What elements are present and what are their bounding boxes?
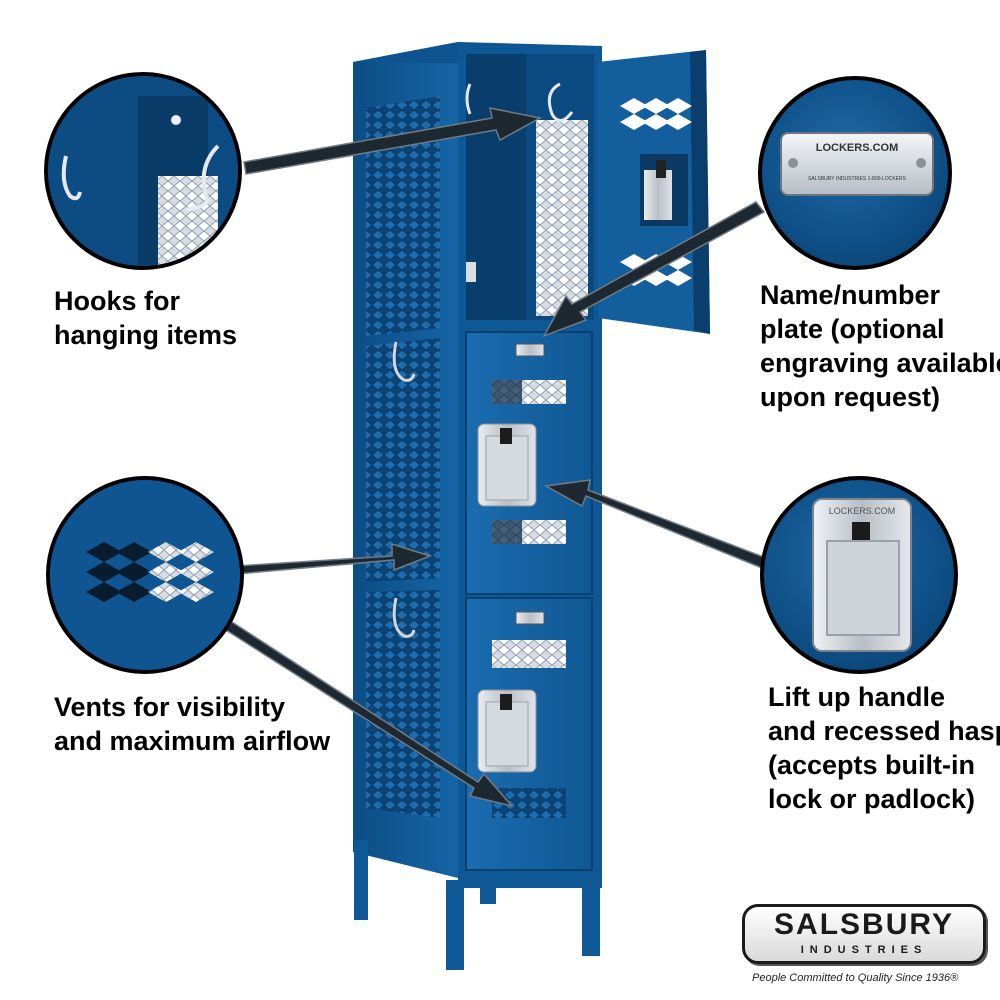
handle-callout-line2: and recessed hasp: [768, 716, 1000, 746]
hooks-callout-line1: Hooks for: [54, 286, 181, 316]
hasp-brand-text: LOCKERS.COM: [828, 506, 896, 516]
plate-callout-line4: upon request): [760, 382, 940, 412]
logo-badge: [742, 904, 986, 964]
plate-callout: Name/number plate (optional engraving av…: [760, 278, 1000, 414]
plate-detail-circle: LOCKERS.COM SALSBURY INDUSTRIES 1-800-LO…: [758, 76, 952, 270]
locker-side-panel: [353, 42, 458, 878]
name-plate-icon: [515, 343, 545, 357]
salsbury-logo: SALSBURY INDUSTRIES: [742, 904, 988, 966]
name-plate-closeup: LOCKERS.COM SALSBURY INDUSTRIES 1-800-LO…: [780, 132, 934, 196]
name-plate-icon: [515, 611, 545, 625]
middle-door: [465, 331, 593, 595]
plate-screw-left: [788, 158, 798, 168]
plate-fine-print: SALSBURY INDUSTRIES 1-800-LOCKERS: [808, 176, 906, 182]
hooks-callout: Hooks for hanging items: [54, 284, 237, 352]
upper-compartment-interior: [465, 54, 594, 320]
hooks-callout-line2: hanging items: [54, 320, 238, 350]
vents-detail-circle: [46, 476, 244, 674]
hook-icon: [547, 82, 574, 122]
handle-callout: Lift up handle and recessed hasp (accept…: [768, 680, 1000, 816]
hasp-closeup: LOCKERS.COM: [812, 498, 912, 652]
hooks-detail-circle: [44, 72, 242, 270]
plate-callout-line1: Name/number: [760, 280, 941, 310]
locker-legs: [354, 840, 600, 970]
hasp-latch: [852, 522, 870, 544]
vents-callout-line1: Vents for visibility: [54, 692, 286, 722]
handle-callout-line1: Lift up handle: [768, 682, 945, 712]
hasp-detail-circle: LOCKERS.COM: [760, 476, 958, 674]
vent-icon: [492, 640, 566, 818]
plate-brand-text: LOCKERS.COM: [815, 142, 899, 154]
upper-door-open: [598, 50, 710, 334]
plate-callout-line2: plate (optional: [760, 314, 945, 344]
logo-tagline: People Committed to Quality Since 1936®: [752, 972, 959, 984]
handle-callout-line3: (accepts built-in: [768, 750, 976, 780]
handle-callout-line4: lock or padlock): [768, 784, 976, 814]
hasp-recess: [826, 540, 900, 636]
vent-icon: [492, 380, 566, 544]
lower-door: [465, 597, 593, 871]
vents-callout: Vents for visibility and maximum airflow: [54, 690, 330, 758]
plate-screw-right: [916, 158, 926, 168]
plate-callout-line3: engraving available: [760, 348, 1000, 378]
vents-callout-line2: and maximum airflow: [54, 726, 331, 756]
logo-subtitle: INDUSTRIES: [800, 944, 928, 956]
hook-icon: [465, 83, 472, 115]
logo-name: SALSBURY: [774, 908, 954, 941]
hasp-icon: [477, 689, 537, 773]
pointer-arrows: [224, 107, 767, 808]
hasp-icon: [477, 423, 537, 507]
